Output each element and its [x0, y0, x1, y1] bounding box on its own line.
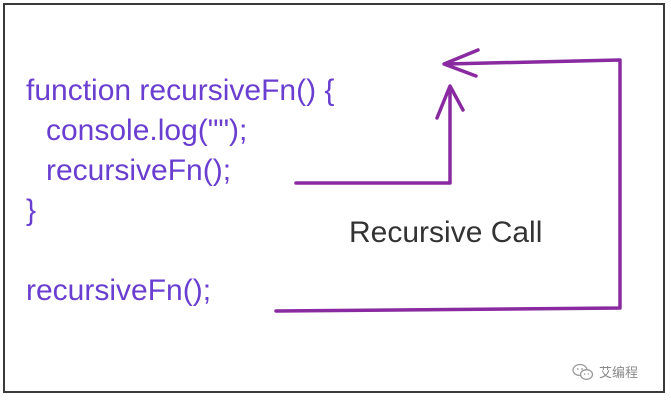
inner-call-arrow	[294, 86, 452, 185]
code-line-closing-brace: }	[26, 194, 37, 227]
code-line-outer-call: recursiveFn();	[26, 274, 212, 307]
code-line-console-log: console.log("");	[46, 114, 248, 147]
inner-call-arrowhead	[435, 84, 465, 120]
watermark: 艾编程	[572, 362, 638, 381]
recursive-call-label: Recursive Call	[349, 216, 543, 249]
code-line-function-declaration: function recursiveFn() {	[26, 74, 335, 107]
diagram-frame	[3, 3, 665, 393]
outer-call-arrowhead	[442, 48, 480, 78]
watermark-text: 艾编程	[599, 366, 639, 381]
wechat-icon	[572, 363, 594, 380]
code-line-inner-call: recursiveFn();	[46, 154, 232, 187]
outer-call-arrow	[274, 58, 622, 313]
